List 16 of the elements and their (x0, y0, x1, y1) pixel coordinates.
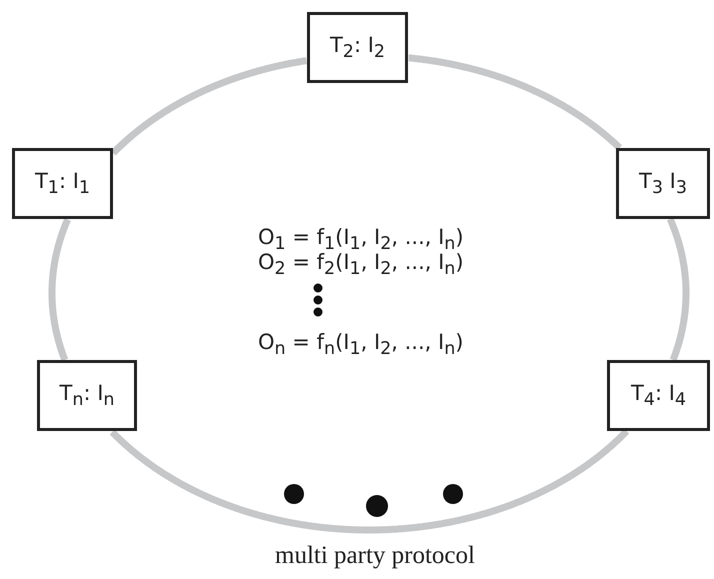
ring-arc (48, 216, 71, 363)
party-box (12, 148, 113, 219)
ring-arc (406, 54, 622, 151)
ring-arc (110, 57, 310, 156)
party-label: T$_{4}$: I$_{4}$ (630, 380, 686, 410)
party-box (607, 360, 710, 431)
formula: O$_{n}$ = f$_{n}$(I$_{1}$, I$_{2}$, ..., I$_{n}$) (258, 330, 464, 360)
party-label: T$_{2}$: I$_{2}$ (330, 32, 386, 62)
party-label: T$_{1}$: I$_{1}$ (34, 168, 90, 198)
party-label: T$_{n}$: I$_{n}$ (60, 380, 114, 410)
party-box (307, 12, 408, 83)
party-label: T$_{3}$ I$_{3}$ (639, 168, 687, 198)
caption: multi party protocol (274, 542, 476, 570)
party-box (37, 360, 137, 431)
party-box (616, 148, 710, 219)
ring-arc (110, 428, 630, 534)
